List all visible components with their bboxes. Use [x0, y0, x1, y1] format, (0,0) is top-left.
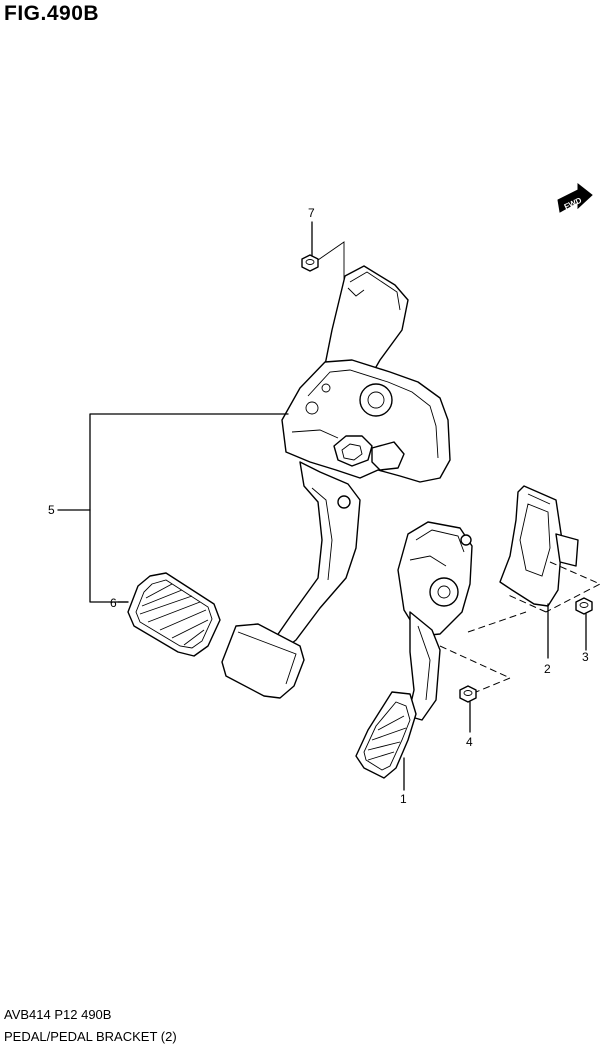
- brake-pedal-bracket-part-5: [221, 265, 451, 699]
- callout-4: 4: [466, 735, 473, 749]
- pedal-bracket-part-2: [499, 485, 579, 607]
- figure-footer-name: PEDAL/PEDAL BRACKET (2): [4, 1029, 177, 1044]
- nut-part-4: [459, 685, 477, 703]
- callout-5: 5: [48, 503, 55, 517]
- figure-footer-code: AVB414 P12 490B: [4, 1007, 112, 1022]
- figure-title: FIG.490B: [4, 2, 100, 25]
- callout-3: 3: [582, 650, 589, 664]
- nut-part-3: [575, 597, 593, 615]
- callout-7: 7: [308, 206, 315, 220]
- nut-part-7: [301, 254, 319, 272]
- fwd-direction-marker: FWD: [557, 182, 593, 213]
- callout-6: 6: [110, 596, 117, 610]
- install-line-1: [439, 611, 527, 693]
- pedal-pad-part-6: [127, 572, 221, 657]
- accelerator-pedal-part-1: [355, 521, 473, 779]
- leader-line-5: [89, 413, 289, 603]
- callout-2: 2: [544, 662, 551, 676]
- callout-1: 1: [400, 792, 407, 806]
- install-line-2: [505, 561, 602, 613]
